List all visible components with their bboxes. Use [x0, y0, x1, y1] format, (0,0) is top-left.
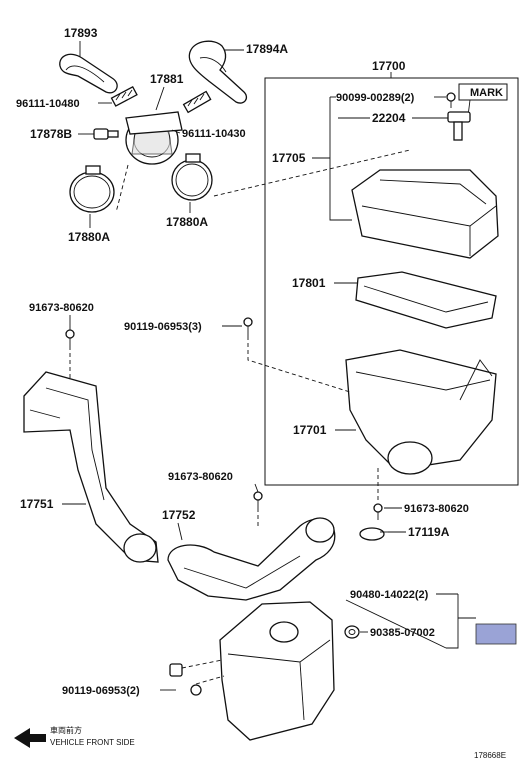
label-91673-80620-mid: 91673-80620 [168, 471, 233, 483]
filter-element-17801 [355, 271, 497, 329]
label-17119A: 17119A [408, 525, 450, 539]
label-17880A-left: 17880A [68, 230, 110, 244]
label-96111-10480: 96111-10480 [16, 98, 80, 110]
label-17751: 17751 [20, 497, 54, 511]
label-17752: 17752 [162, 508, 196, 522]
label-22204: 22204 [372, 111, 406, 125]
resonator [219, 601, 335, 741]
label-17893: 17893 [64, 26, 98, 40]
label-91673-80620-top: 91673-80620 [29, 302, 94, 314]
label-17894A: 17894A [246, 42, 288, 56]
label-17801: 17801 [292, 276, 326, 290]
label-90119-06953-3: 90119-06953(3) [124, 321, 202, 333]
cap-17705 [351, 169, 499, 259]
label-96111-10430: 96111-10430 [182, 128, 246, 140]
mark-box [458, 83, 508, 101]
grommet-90385-07002 [344, 625, 360, 639]
left-arrow-icon [14, 728, 46, 748]
duct-17894A [188, 40, 248, 104]
vehicle-front-label-cn: 車両前方 [50, 725, 82, 735]
label-17700: 17700 [372, 59, 406, 73]
clamp-17880A-right [171, 153, 213, 201]
label-17705: 17705 [272, 151, 306, 165]
clip-96111-10430 [182, 90, 212, 114]
assembly-box-17700 [264, 77, 519, 486]
screw-91673-80620-mid [253, 491, 263, 508]
bolt-90119-06953-2 [169, 663, 202, 696]
label-17878B: 17878B [30, 127, 72, 141]
diagram-id: 178668E [474, 751, 506, 760]
label-17701: 17701 [293, 423, 327, 437]
hose-17752 [167, 517, 336, 601]
bolt-90119-06953-3 [243, 317, 253, 336]
clamp-17880A-left [69, 165, 115, 213]
label-90480-14022: 90480-14022(2) [350, 589, 429, 601]
screw-90099-00289 [446, 92, 456, 108]
hose-17893 [59, 53, 118, 94]
adapter-17881 [125, 111, 183, 165]
screw-91673-80620-right [373, 503, 383, 520]
screw-91673-80620-top [65, 329, 75, 346]
label-91673-80620-right: 91673-80620 [404, 503, 469, 515]
highlight-swatch [475, 623, 517, 645]
label-90119-06953-2: 90119-06953(2) [62, 685, 140, 697]
clip-96111-10480 [110, 85, 138, 107]
label-90385-07002: 90385-07002 [370, 627, 435, 639]
vehicle-front-label-en: VEHICLE FRONT SIDE [50, 738, 135, 747]
label-90099-00289: 90099-00289(2) [336, 92, 415, 104]
duct-17751 [23, 371, 159, 563]
label-17881: 17881 [150, 72, 184, 86]
label-mark: MARK [470, 87, 503, 99]
nipple-17878B [93, 128, 119, 140]
sensor-22204 [447, 111, 471, 141]
label-17880A-right: 17880A [166, 215, 208, 229]
case-17701 [345, 349, 497, 475]
clip-17119A [359, 527, 388, 541]
